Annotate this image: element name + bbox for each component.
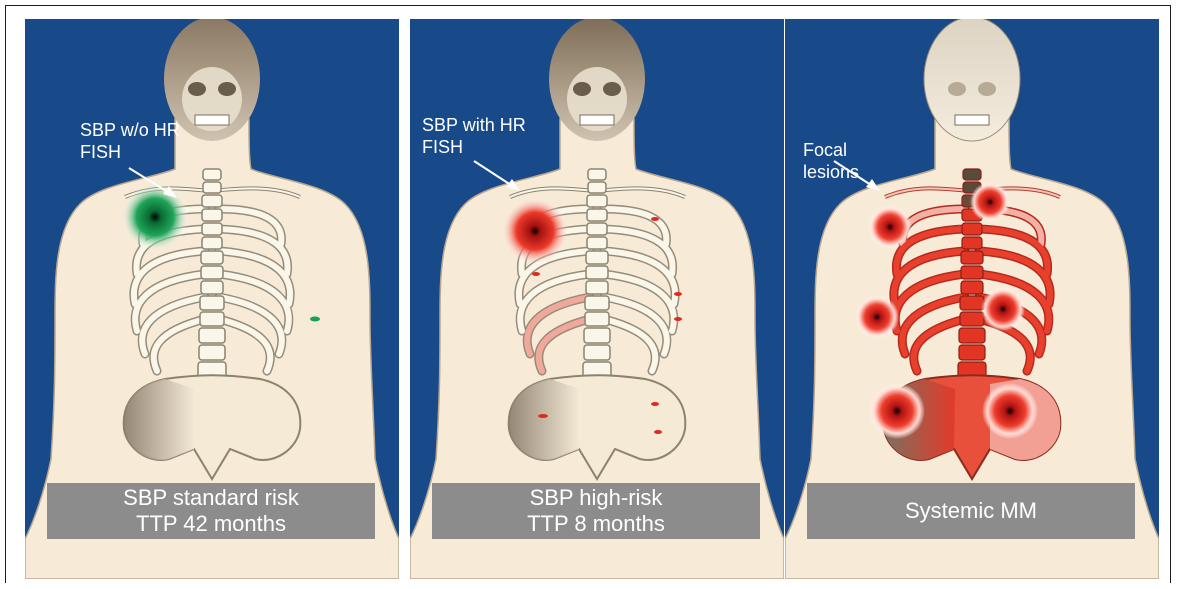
annotation-label: SBP with HR FISH (422, 114, 526, 158)
arrow-icon (125, 164, 185, 204)
caption-line-1: SBP standard risk (123, 485, 299, 511)
panel-sbp-high-risk: SBP with HR FISH SBP high-risk TTP 8 mon… (410, 19, 784, 579)
arrow-icon (830, 157, 890, 197)
caption-line-2: TTP 8 months (527, 511, 665, 537)
caption-box: SBP high-risk TTP 8 months (432, 483, 760, 539)
annotation-label: SBP w/o HR FISH (80, 119, 180, 163)
caption-line-1: SBP high-risk (530, 485, 663, 511)
annotation-line: SBP with HR FISH (422, 115, 526, 157)
caption-line-1: Systemic MM (905, 498, 1037, 524)
caption-line-2: TTP 42 months (136, 511, 286, 537)
panel-sbp-standard-risk: SBP w/o HR FISH SBP standard risk TTP 42… (25, 19, 399, 579)
annotation-line: SBP w/o HR FISH (80, 120, 180, 162)
caption-box: SBP standard risk TTP 42 months (47, 483, 375, 539)
arrow-icon (470, 157, 530, 197)
caption-box: Systemic MM (807, 483, 1135, 539)
panel-systemic-mm: Focal lesions Systemic MM (785, 19, 1159, 579)
